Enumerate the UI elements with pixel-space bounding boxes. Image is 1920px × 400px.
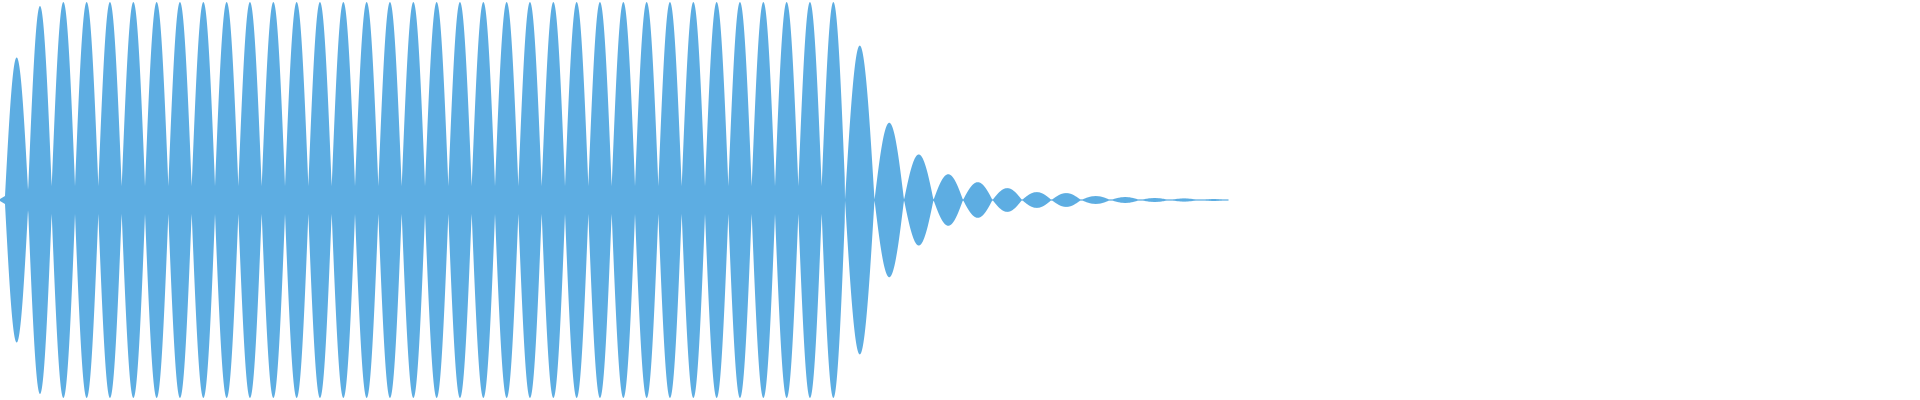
- waveform-shape: [0, 2, 1229, 398]
